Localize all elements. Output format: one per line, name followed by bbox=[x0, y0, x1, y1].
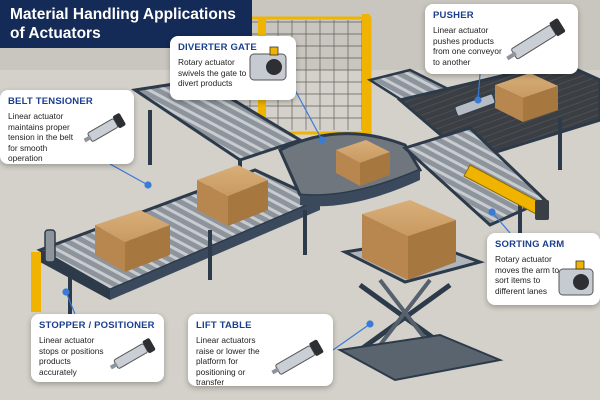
callout-text: Rotary actuator moves the arm to sort it… bbox=[495, 254, 560, 296]
box bbox=[362, 200, 456, 280]
title-line-1: Material Handling Applications bbox=[10, 6, 236, 23]
rotary-actuator-icon bbox=[558, 260, 594, 296]
box bbox=[197, 165, 268, 226]
callout-heading: SORTING ARM bbox=[495, 239, 565, 250]
callout-text: Linear actuator maintains proper tension… bbox=[8, 111, 74, 163]
linear-actuator-icon bbox=[271, 339, 324, 375]
linear-actuator-icon bbox=[109, 338, 156, 370]
callout-heading: PUSHER bbox=[433, 10, 474, 21]
box bbox=[336, 140, 390, 186]
title-line-2: of Actuators bbox=[10, 25, 101, 42]
sorting-arm bbox=[463, 164, 549, 220]
callout-text: Linear actuators raise or lower the plat… bbox=[196, 335, 260, 387]
pusher-actuator bbox=[454, 93, 496, 117]
box bbox=[95, 210, 170, 272]
callout-heading: STOPPER / POSITIONER bbox=[39, 320, 155, 331]
callout-text: Linear actuator pushes products from one… bbox=[433, 25, 502, 67]
linear-actuator-icon bbox=[506, 18, 566, 61]
callout-pusher: PUSHER Linear actuator pushes products f… bbox=[425, 4, 578, 74]
callout-sorting-arm: SORTING ARM Rotary actuator moves the ar… bbox=[487, 233, 600, 305]
callout-belt-tensioner: BELT TENSIONER Linear actuator maintains… bbox=[0, 90, 134, 164]
callout-heading: DIVERTER GATE bbox=[178, 42, 257, 53]
callout-heading: BELT TENSIONER bbox=[8, 96, 93, 107]
callout-heading: LIFT TABLE bbox=[196, 320, 252, 331]
box bbox=[495, 73, 558, 122]
rotary-actuator-icon bbox=[249, 46, 287, 81]
callout-diverter-gate: DIVERTER GATE Rotary actuator swivels th… bbox=[170, 36, 296, 100]
callout-stopper-positioner: STOPPER / POSITIONER Linear actuator sto… bbox=[31, 314, 164, 382]
linear-actuator-icon bbox=[83, 113, 126, 143]
callout-text: Rotary actuator swivels the gate to dive… bbox=[178, 57, 247, 88]
callout-connectors bbox=[62, 73, 511, 351]
callout-lift-table: LIFT TABLE Linear actuators raise or low… bbox=[188, 314, 333, 387]
stopper-post bbox=[44, 229, 56, 263]
callout-text: Linear actuator stops or positions produ… bbox=[39, 335, 104, 377]
